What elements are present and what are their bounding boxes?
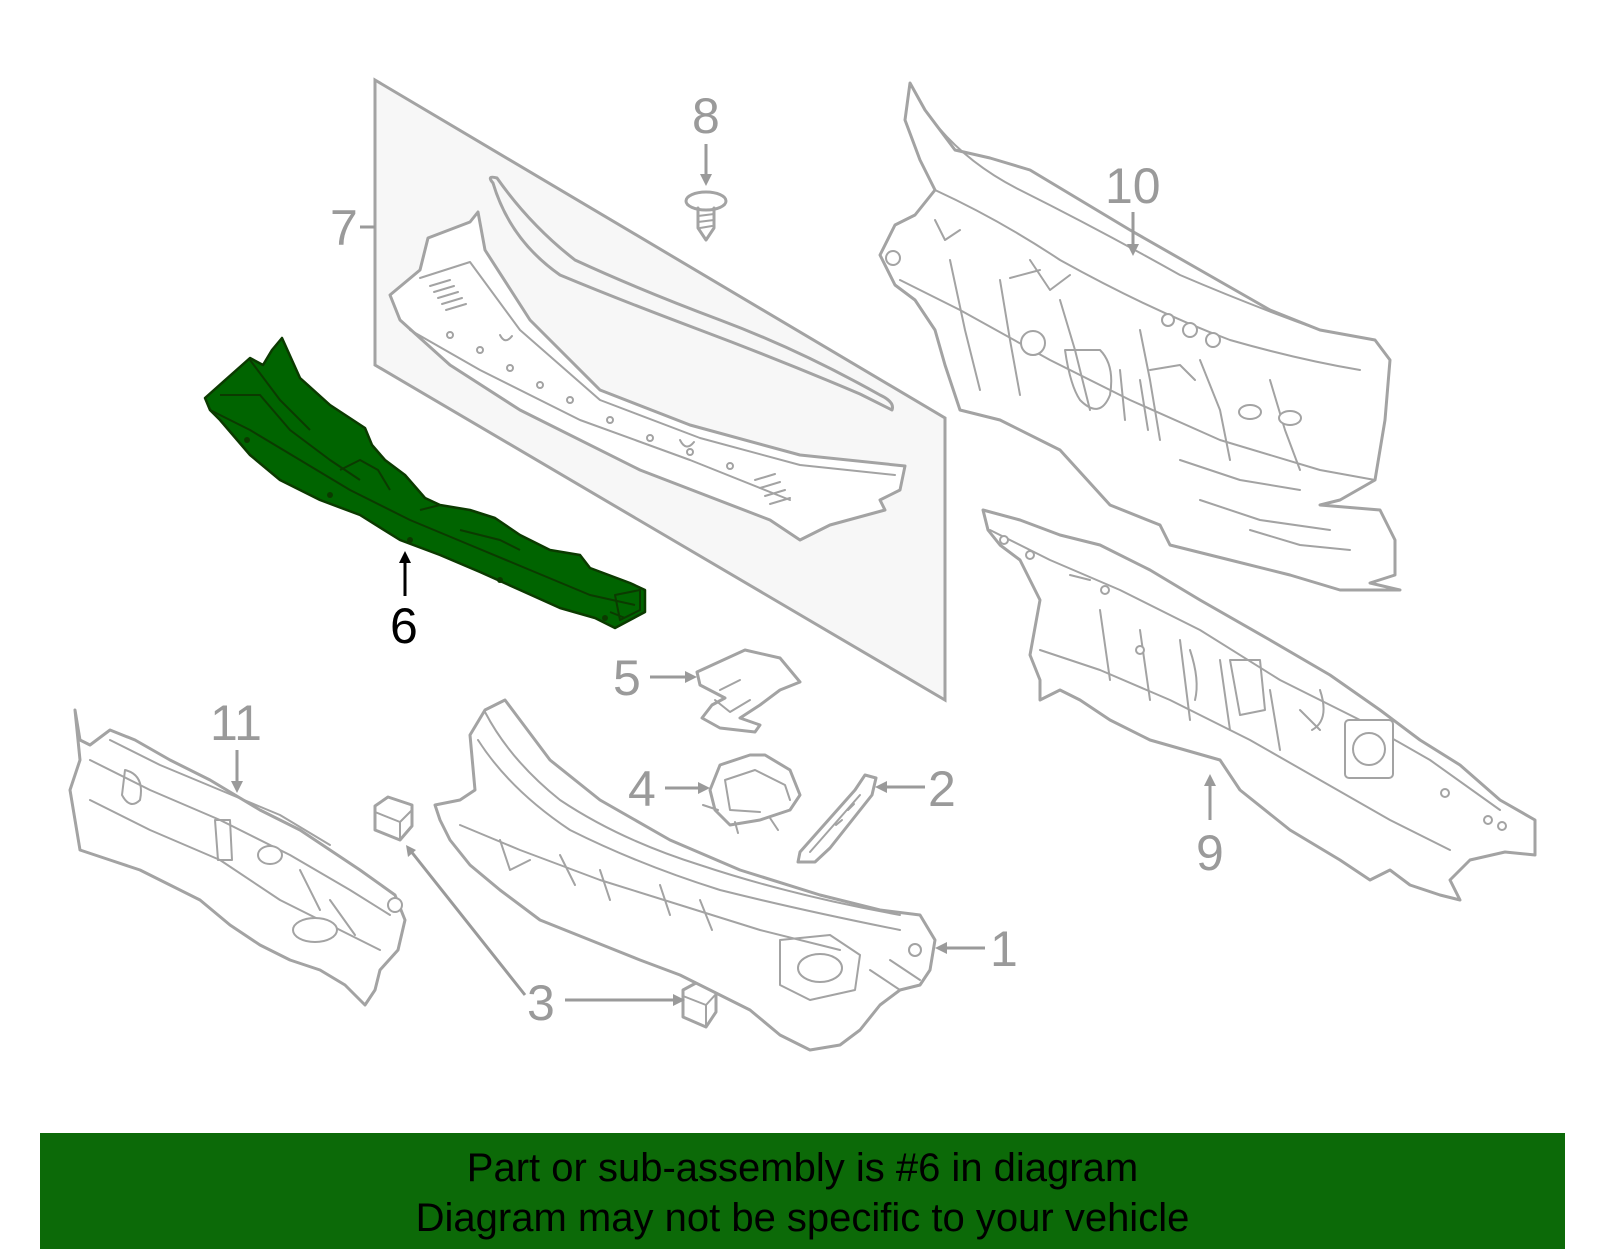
leader-11-arrow bbox=[231, 781, 243, 793]
leader-9-arrow bbox=[1204, 774, 1216, 786]
callout-5: 5 bbox=[613, 650, 641, 706]
part-8-clip[interactable] bbox=[684, 190, 728, 242]
part-6-cowl-extension-highlighted[interactable] bbox=[203, 336, 647, 630]
part-2-bracket[interactable] bbox=[796, 773, 878, 864]
callout-8: 8 bbox=[692, 88, 720, 144]
leader-lines bbox=[231, 144, 1216, 1006]
leader-3-upper-arrow bbox=[406, 845, 416, 857]
leader-8-arrow bbox=[700, 174, 712, 186]
info-banner: Part or sub-assembly is #6 in diagram Di… bbox=[40, 1133, 1565, 1249]
part-11-dash-insulator[interactable] bbox=[68, 708, 407, 1007]
part-7-grille-inner bbox=[419, 261, 896, 476]
leader-6-arrow bbox=[399, 551, 411, 563]
callout-1: 1 bbox=[990, 921, 1018, 977]
part-1-cowl-panel[interactable] bbox=[433, 698, 937, 1052]
leader-3-lower-arrow bbox=[673, 994, 685, 1006]
part-7-grille-lip bbox=[409, 329, 791, 501]
banner-line-1: Part or sub-assembly is #6 in diagram bbox=[466, 1146, 1139, 1190]
leader-1-arrow bbox=[935, 942, 947, 954]
part-3-clip-lower[interactable] bbox=[681, 981, 718, 1029]
callout-3: 3 bbox=[527, 975, 555, 1031]
part-7-seal bbox=[488, 175, 894, 412]
callout-2: 2 bbox=[928, 761, 956, 817]
leader-5-arrow bbox=[685, 671, 697, 683]
callout-9: 9 bbox=[1196, 825, 1224, 881]
callout-4: 4 bbox=[628, 761, 656, 817]
callout-labels: 1 2 3 4 5 6 7 8 9 10 11 bbox=[210, 88, 1224, 1031]
part-7-cowl-grille-kit[interactable] bbox=[373, 77, 947, 703]
callout-11: 11 bbox=[210, 695, 262, 751]
banner-line-2: Diagram may not be specific to your vehi… bbox=[415, 1196, 1190, 1240]
callout-7: 7 bbox=[330, 200, 358, 256]
part-3-clip-upper[interactable] bbox=[373, 795, 414, 842]
part-7-panel bbox=[373, 77, 947, 703]
callout-6: 6 bbox=[390, 598, 418, 654]
part-9-dash-panel-lower[interactable] bbox=[981, 508, 1537, 902]
leader-3-upper bbox=[408, 849, 527, 996]
leader-10-arrow bbox=[1127, 244, 1139, 256]
callout-10: 10 bbox=[1105, 158, 1161, 214]
part-4-bracket[interactable] bbox=[702, 753, 802, 834]
leader-4-arrow bbox=[698, 782, 710, 794]
leader-2-arrow bbox=[875, 781, 887, 793]
part-5-bracket[interactable] bbox=[695, 648, 802, 734]
part-10-dash-panel-upper[interactable] bbox=[878, 81, 1402, 592]
